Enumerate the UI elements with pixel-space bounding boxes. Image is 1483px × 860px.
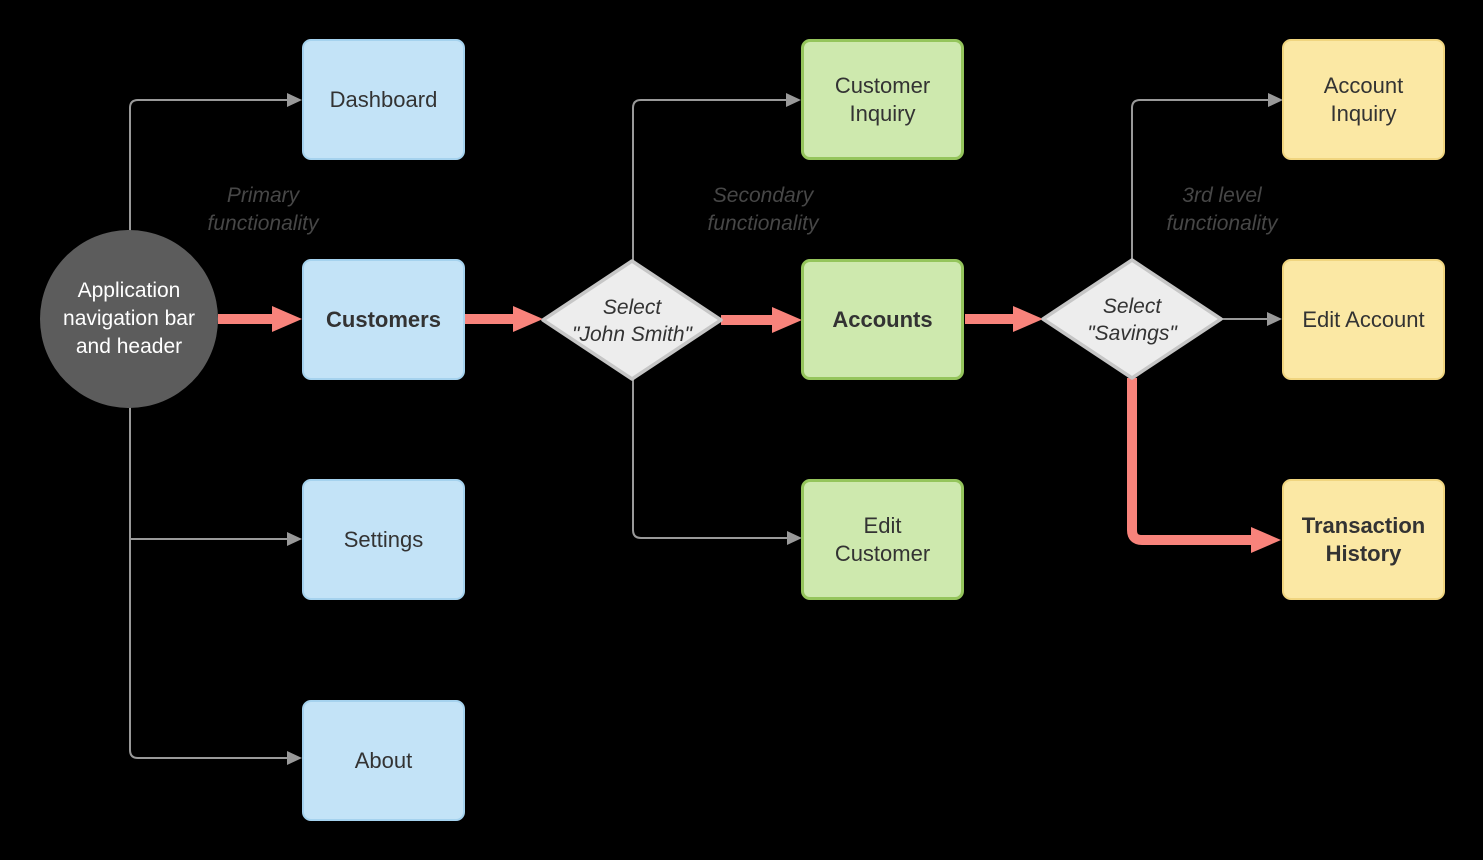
highlight-arrowhead-accounts bbox=[772, 307, 802, 333]
highlight-arrowhead-customers bbox=[272, 306, 302, 332]
level-label-line: Primary bbox=[226, 184, 300, 207]
level-label-primary: Primary functionality bbox=[133, 182, 393, 238]
node-customers: Customers bbox=[302, 259, 465, 380]
node-customer-inquiry: Customer Inquiry bbox=[801, 39, 964, 160]
level-label-line: functionality bbox=[707, 212, 819, 235]
node-accounts: Accounts bbox=[801, 259, 964, 380]
arrowhead-account-inquiry bbox=[1268, 93, 1283, 107]
connector-johnsmith-to-edit-customer bbox=[632, 379, 787, 539]
node-label: Inquiry bbox=[849, 100, 916, 126]
highlight-connectors bbox=[218, 314, 1253, 545]
node-label: History bbox=[1325, 540, 1402, 566]
node-edit-account: Edit Account bbox=[1282, 259, 1445, 380]
node-transaction-history: Transaction History bbox=[1282, 479, 1445, 600]
gray-arrowheads bbox=[287, 93, 1283, 765]
node-settings: Settings bbox=[302, 479, 465, 600]
decision-label-line: Select bbox=[602, 296, 662, 319]
highlight-arrowhead-johnsmith bbox=[513, 306, 543, 332]
start-node-label: Application navigation bar and header bbox=[63, 277, 195, 361]
arrowhead-customer-inquiry bbox=[786, 93, 801, 107]
node-account-inquiry: Account Inquiry bbox=[1282, 39, 1445, 160]
arrowhead-dashboard bbox=[287, 93, 302, 107]
level-label-line: 3rd level bbox=[1182, 184, 1262, 207]
node-label: Edit Account bbox=[1302, 306, 1425, 332]
level-label-line: functionality bbox=[207, 212, 319, 235]
arrowhead-about bbox=[287, 751, 302, 765]
highlight-arrowhead-savings bbox=[1013, 306, 1043, 332]
decision-label-line: Select bbox=[1102, 295, 1162, 318]
level-label-line: Secondary bbox=[712, 184, 814, 207]
decision-label-line: "Savings" bbox=[1087, 322, 1177, 345]
connector-circle-to-dashboard bbox=[129, 99, 287, 231]
connector-circle-to-about bbox=[129, 407, 287, 759]
node-label: Transaction bbox=[1301, 512, 1426, 538]
gray-connectors bbox=[129, 99, 1268, 759]
connector-savings-to-account-inquiry bbox=[1131, 99, 1268, 260]
start-node-label-line: navigation bar bbox=[63, 307, 195, 330]
arrowhead-settings bbox=[287, 532, 302, 546]
node-about: About bbox=[302, 700, 465, 821]
node-label: Dashboard bbox=[329, 86, 438, 112]
start-node-label-line: Application bbox=[77, 279, 181, 302]
node-label: Customer bbox=[834, 540, 931, 566]
start-node-application-navigation: Application navigation bar and header bbox=[40, 230, 218, 408]
node-label: Edit bbox=[863, 512, 902, 538]
highlight-arrowheads bbox=[272, 306, 1281, 553]
level-label-secondary: Secondary functionality bbox=[633, 182, 893, 238]
level-label-line: functionality bbox=[1166, 212, 1278, 235]
node-label: Customers bbox=[326, 306, 441, 332]
node-label: Accounts bbox=[832, 306, 933, 332]
level-label-3rd-level: 3rd level functionality bbox=[1092, 182, 1352, 238]
node-label: Settings bbox=[343, 526, 424, 552]
decision-john-smith-shape bbox=[541, 259, 723, 381]
decision-john-smith-label: Select "John Smith" bbox=[542, 294, 722, 348]
node-dashboard: Dashboard bbox=[302, 39, 465, 160]
decision-savings-label: Select "Savings" bbox=[1042, 293, 1222, 347]
node-label: Inquiry bbox=[1330, 100, 1397, 126]
node-label: Account bbox=[1323, 72, 1404, 98]
connector-johnsmith-to-customer-inquiry bbox=[632, 99, 786, 261]
highlight-savings-to-transaction-history bbox=[1127, 378, 1253, 545]
decision-savings-shape bbox=[1041, 258, 1223, 380]
node-label: About bbox=[354, 747, 413, 773]
node-label: Customer bbox=[834, 72, 931, 98]
node-edit-customer: Edit Customer bbox=[801, 479, 964, 600]
arrowhead-edit-customer bbox=[787, 531, 802, 545]
decision-label-line: "John Smith" bbox=[572, 323, 692, 346]
highlight-arrowhead-transaction-history bbox=[1251, 527, 1281, 553]
arrowhead-edit-account bbox=[1267, 312, 1282, 326]
start-node-label-line: and header bbox=[75, 335, 183, 358]
